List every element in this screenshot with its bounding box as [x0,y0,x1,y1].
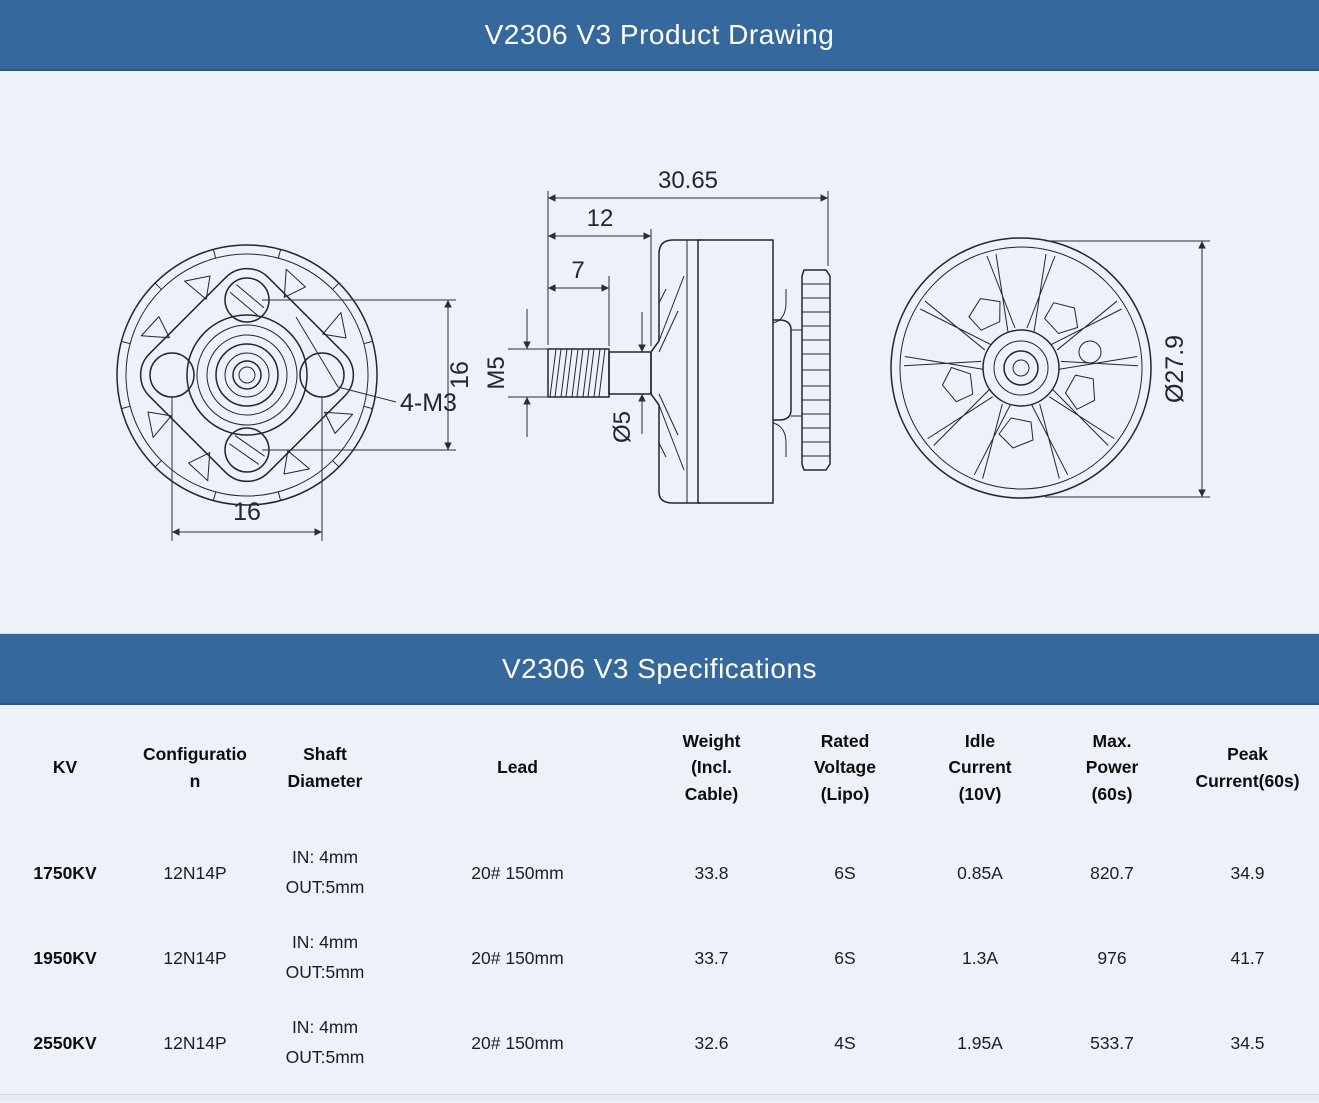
cell-weight: 33.7 [694,947,729,968]
motor-technical-drawing: 16 16 4-M3 [116,167,1210,541]
specifications-banner: V2306 V3 Specifications [0,634,1319,705]
dim-30-65: 30.65 [658,167,718,194]
cell-configuration: 12N14P [163,1032,227,1053]
cell-kv: 1750KV [33,862,97,883]
cell-idle-current: 1.95A [957,1032,1003,1053]
cell-peak-current: 34.9 [1230,862,1265,883]
bell-spokes [903,253,1139,479]
thread-hatching [549,348,606,398]
label-dia-5: Ø5 [609,411,636,443]
label-M5: M5 [483,356,510,389]
cell-peak-current: 34.5 [1230,1032,1265,1053]
cell-kv: 2550KV [33,1032,97,1053]
cell-configuration: 12N14P [163,947,227,968]
cell-max-power: 976 [1097,947,1127,968]
spec-table: KV Configuration Shaft Diameter Lead Wei… [0,705,1319,1085]
side-view-dimensions: 30.65 12 7 M5 Ø5 [483,167,829,443]
rear-view-dimensions: Ø27.9 [1045,240,1210,498]
dim-dia-27-9: Ø27.9 [1161,335,1189,403]
col-header-idle-current: Idle Current (10V) [948,731,1012,804]
cell-max-power: 533.7 [1090,1032,1134,1053]
front-strut-silhouette [658,275,685,471]
cell-max-power: 820.7 [1090,862,1134,883]
col-header-peak-current: Peak Current(60s) [1195,744,1300,791]
mounting-holes [149,277,345,473]
product-drawing-banner: V2306 V3 Product Drawing [0,0,1319,71]
col-header-max-power: Max. Power (60s) [1085,731,1139,804]
label-4-M3: 4-M3 [400,389,457,417]
front-view-dimensions: 16 16 4-M3 [171,299,474,541]
cell-rated-voltage: 4S [834,1032,856,1053]
cell-rated-voltage: 6S [834,862,856,883]
dim-16-vertical: 16 [446,361,474,389]
cell-idle-current: 1.3A [962,947,998,968]
cell-lead: 20# 150mm [471,1032,564,1053]
rear-hub-rings [982,329,1060,407]
cell-configuration: 12N14P [163,862,227,883]
shaft-center-rings [186,314,308,436]
cell-idle-current: 0.85A [957,862,1003,883]
col-header-lead: Lead [497,757,538,778]
dim-16-horizontal: 16 [233,498,261,526]
specifications-title: V2306 V3 Specifications [501,652,818,684]
cell-weight: 32.6 [694,1032,729,1053]
product-drawing-title: V2306 V3 Product Drawing [484,18,835,50]
side-view-drawing: 30.65 12 7 M5 Ø5 [483,167,831,504]
col-header-shaft-diameter: Shaft Diameter [287,744,363,791]
bottom-divider [0,1094,1319,1101]
technical-drawing-section: 16 16 4-M3 [0,71,1319,634]
dim-7: 7 [571,257,584,284]
dim-12: 12 [587,205,614,232]
cell-peak-current: 41.7 [1230,947,1265,968]
col-header-kv: KV [52,757,78,778]
cell-kv: 1950KV [33,947,97,968]
front-view-drawing: 16 16 4-M3 [116,244,474,541]
cell-lead: 20# 150mm [471,947,564,968]
rear-view-drawing: Ø27.9 [890,237,1210,499]
bell-ring-ridges [802,283,830,457]
spacer [0,1085,1319,1094]
specifications-section: KV Configuration Shaft Diameter Lead Wei… [0,705,1319,1101]
col-header-weight: Weight (Incl. Cable) [682,731,741,804]
col-header-rated-voltage: Rated Voltage (Lipo) [814,731,876,804]
cell-rated-voltage: 6S [834,947,856,968]
cell-weight: 33.8 [694,862,729,883]
cell-lead: 20# 150mm [471,862,564,883]
col-header-configuration: Configuration [142,744,247,791]
